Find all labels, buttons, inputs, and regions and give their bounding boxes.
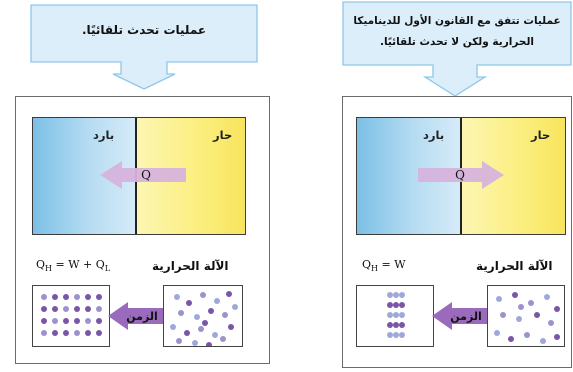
right-cold-label: بارد — [423, 128, 445, 142]
particle — [63, 306, 69, 312]
left-heat-arrow: Q — [100, 161, 186, 189]
right-caption-line2: الحرارية ولكن لا تحدث تلقائيًا. — [379, 36, 535, 48]
left-caption: عمليات تحدث تلقائيًا. — [81, 23, 207, 37]
right-disordered-box — [487, 285, 565, 347]
particle — [393, 302, 399, 308]
left-engine-formula: QH = W + QL — [36, 258, 111, 274]
right-heat-arrow: Q — [418, 161, 504, 189]
right-time-label: الزمن — [450, 310, 481, 323]
left-disordered-box — [163, 285, 243, 347]
particle — [174, 294, 180, 300]
particle — [41, 294, 47, 300]
left-hot-label: حار — [213, 128, 233, 142]
particle — [63, 330, 69, 336]
particle — [500, 312, 506, 318]
right-engine-formula: QH = W — [362, 258, 406, 274]
particle — [528, 300, 534, 306]
right-time-arrow: الزمن — [432, 302, 488, 330]
particle — [186, 300, 192, 306]
particle — [63, 294, 69, 300]
left-heat-q-label: Q — [141, 168, 151, 182]
particle — [85, 318, 91, 324]
particle — [212, 332, 218, 338]
particle — [399, 332, 405, 338]
particle — [52, 294, 58, 300]
particle — [554, 306, 560, 312]
particle — [226, 291, 232, 297]
particle — [516, 316, 522, 322]
left-cold-label: بارد — [93, 128, 115, 142]
particle — [399, 322, 405, 328]
particle — [200, 292, 206, 298]
particle — [228, 324, 234, 330]
particle — [399, 312, 405, 318]
particle — [96, 318, 102, 324]
particle — [85, 294, 91, 300]
particle — [96, 306, 102, 312]
particle — [194, 314, 200, 320]
particle — [387, 332, 393, 338]
particle — [387, 292, 393, 298]
left-time-arrow: الزمن — [108, 302, 164, 330]
particle — [554, 334, 560, 340]
left-time-label: الزمن — [126, 310, 157, 323]
particle — [74, 318, 80, 324]
particle — [184, 330, 190, 336]
left-ordered-box — [32, 285, 110, 347]
particle — [399, 292, 405, 298]
particle — [399, 302, 405, 308]
particle — [393, 322, 399, 328]
particle — [518, 304, 524, 310]
particle — [208, 308, 214, 314]
particle — [524, 332, 530, 338]
particle — [387, 322, 393, 328]
particle — [192, 340, 198, 346]
right-engine-title: الآلة الحرارية — [476, 259, 553, 273]
particle — [393, 312, 399, 318]
particle — [544, 294, 550, 300]
particle — [206, 342, 212, 346]
particle — [96, 294, 102, 300]
particle — [393, 292, 399, 298]
particle — [548, 320, 554, 326]
particle — [41, 306, 47, 312]
particle — [74, 294, 80, 300]
particle — [387, 312, 393, 318]
particle — [494, 330, 500, 336]
right-heat-q-label: Q — [455, 168, 465, 182]
left-caption-callout — [30, 4, 258, 90]
particle — [496, 296, 502, 302]
particle — [85, 330, 91, 336]
right-ordered-box — [356, 285, 434, 347]
particle — [220, 336, 226, 342]
particle — [198, 326, 204, 332]
particle — [170, 324, 176, 330]
particle — [96, 330, 102, 336]
particle — [202, 320, 208, 326]
particle — [214, 298, 220, 304]
right-hot-label: حار — [531, 128, 551, 142]
particle — [176, 338, 182, 344]
particle — [41, 330, 47, 336]
particle — [178, 310, 184, 316]
particle — [222, 312, 228, 318]
particle — [74, 306, 80, 312]
particle — [512, 292, 518, 298]
particle — [52, 306, 58, 312]
left-engine-title: الآلة الحرارية — [152, 259, 229, 273]
particle — [540, 338, 546, 344]
particle — [74, 330, 80, 336]
particle — [232, 304, 238, 310]
particle — [508, 336, 514, 342]
particle — [41, 318, 47, 324]
particle — [63, 318, 69, 324]
particle — [534, 312, 540, 318]
right-caption-line1: عمليات تتفق مع القانون الأول للديناميكا — [353, 15, 561, 27]
particle — [52, 318, 58, 324]
particle — [52, 330, 58, 336]
particle — [387, 302, 393, 308]
particle — [393, 332, 399, 338]
particle — [85, 306, 91, 312]
right-caption-callout — [342, 1, 572, 97]
